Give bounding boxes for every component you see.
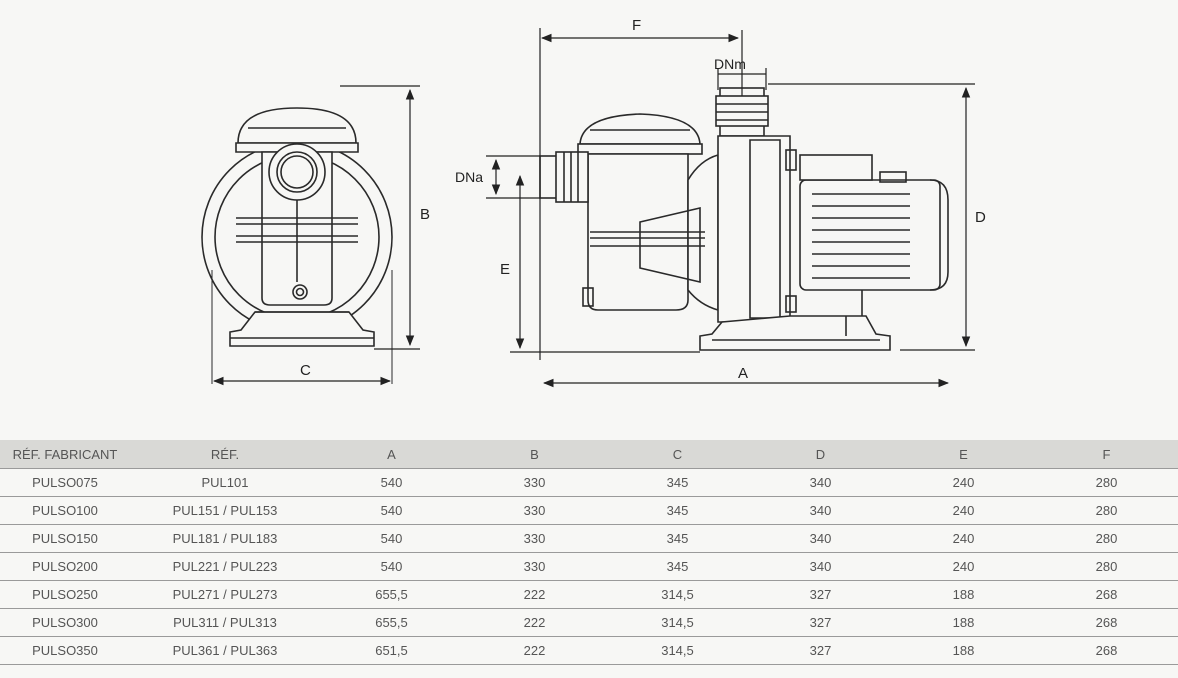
cell-ref: PUL221 / PUL223 — [130, 552, 320, 581]
pump-side-view — [539, 87, 949, 351]
cell-c: 314,5 — [606, 608, 749, 637]
cell-c: 314,5 — [606, 580, 749, 609]
cell-b: 330 — [463, 468, 606, 497]
table-row: PULSO350 PUL361 / PUL363 651,5 222 314,5… — [0, 636, 1178, 665]
cell-c: 345 — [606, 468, 749, 497]
cell-e: 240 — [892, 496, 1035, 525]
cell-b: 222 — [463, 608, 606, 637]
cell-d: 340 — [749, 524, 892, 553]
header-d: D — [749, 440, 892, 469]
cell-ref-fabricant: PULSO200 — [0, 552, 130, 581]
cell-ref-fabricant: PULSO100 — [0, 496, 130, 525]
cell-ref-fabricant: PULSO150 — [0, 524, 130, 553]
cell-f: 268 — [1035, 580, 1178, 609]
table-row: PULSO100 PUL151 / PUL153 540 330 345 340… — [0, 496, 1178, 525]
cell-c: 314,5 — [606, 636, 749, 665]
cell-e: 188 — [892, 636, 1035, 665]
cell-ref: PUL101 — [130, 468, 320, 497]
header-b: B — [463, 440, 606, 469]
header-ref-fabricant: RÉF. FABRICANT — [0, 440, 130, 469]
cell-f: 280 — [1035, 552, 1178, 581]
cell-c: 345 — [606, 552, 749, 581]
cell-a: 655,5 — [320, 608, 463, 637]
cell-ref: PUL311 / PUL313 — [130, 608, 320, 637]
table-row: PULSO200 PUL221 / PUL223 540 330 345 340… — [0, 552, 1178, 581]
dimension-label-b: B — [420, 206, 430, 223]
table-header-row: RÉF. FABRICANT RÉF. A B C D E F — [0, 440, 1178, 469]
dimensions-table: RÉF. FABRICANT RÉF. A B C D E F PULSO075… — [0, 440, 1178, 665]
table-row: PULSO075 PUL101 540 330 345 340 240 280 — [0, 468, 1178, 497]
cell-ref: PUL271 / PUL273 — [130, 580, 320, 609]
cell-a: 655,5 — [320, 580, 463, 609]
table-row: PULSO300 PUL311 / PUL313 655,5 222 314,5… — [0, 608, 1178, 637]
cell-e: 188 — [892, 580, 1035, 609]
front-dimension-lines — [212, 85, 420, 386]
cell-d: 327 — [749, 608, 892, 637]
dimension-label-c: C — [300, 362, 311, 379]
cell-b: 222 — [463, 580, 606, 609]
header-a: A — [320, 440, 463, 469]
cell-ref-fabricant: PULSO075 — [0, 468, 130, 497]
cell-f: 268 — [1035, 636, 1178, 665]
dimension-label-e: E — [500, 261, 510, 278]
cell-ref-fabricant: PULSO250 — [0, 580, 130, 609]
cell-b: 330 — [463, 552, 606, 581]
cell-ref: PUL181 / PUL183 — [130, 524, 320, 553]
dimension-label-f: F — [632, 17, 641, 34]
cell-a: 540 — [320, 468, 463, 497]
cell-e: 240 — [892, 552, 1035, 581]
cell-f: 280 — [1035, 524, 1178, 553]
dimension-label-a: A — [738, 365, 748, 382]
cell-d: 327 — [749, 636, 892, 665]
header-c: C — [606, 440, 749, 469]
cell-f: 280 — [1035, 468, 1178, 497]
dimension-label-dnm: DNm — [714, 56, 746, 72]
cell-d: 340 — [749, 496, 892, 525]
cell-a: 540 — [320, 496, 463, 525]
cell-b: 330 — [463, 496, 606, 525]
cell-e: 240 — [892, 524, 1035, 553]
cell-f: 268 — [1035, 608, 1178, 637]
cell-ref-fabricant: PULSO350 — [0, 636, 130, 665]
pump-technical-drawing: B C — [201, 17, 986, 388]
cell-c: 345 — [606, 524, 749, 553]
side-dimension-lines — [486, 28, 975, 388]
cell-ref: PUL151 / PUL153 — [130, 496, 320, 525]
dimension-label-dna: DNa — [455, 169, 483, 185]
pump-front-view — [201, 107, 393, 384]
dimension-label-d: D — [975, 209, 986, 226]
cell-d: 340 — [749, 552, 892, 581]
table-row: PULSO250 PUL271 / PUL273 655,5 222 314,5… — [0, 580, 1178, 609]
cell-a: 540 — [320, 524, 463, 553]
cell-e: 188 — [892, 608, 1035, 637]
cell-b: 330 — [463, 524, 606, 553]
header-f: F — [1035, 440, 1178, 469]
cell-b: 222 — [463, 636, 606, 665]
cell-d: 327 — [749, 580, 892, 609]
header-e: E — [892, 440, 1035, 469]
cell-ref: PUL361 / PUL363 — [130, 636, 320, 665]
cell-e: 240 — [892, 468, 1035, 497]
table-row: PULSO150 PUL181 / PUL183 540 330 345 340… — [0, 524, 1178, 553]
cell-c: 345 — [606, 496, 749, 525]
cell-ref-fabricant: PULSO300 — [0, 608, 130, 637]
cell-d: 340 — [749, 468, 892, 497]
header-ref: RÉF. — [130, 440, 320, 469]
cell-a: 540 — [320, 552, 463, 581]
cell-a: 651,5 — [320, 636, 463, 665]
cell-f: 280 — [1035, 496, 1178, 525]
